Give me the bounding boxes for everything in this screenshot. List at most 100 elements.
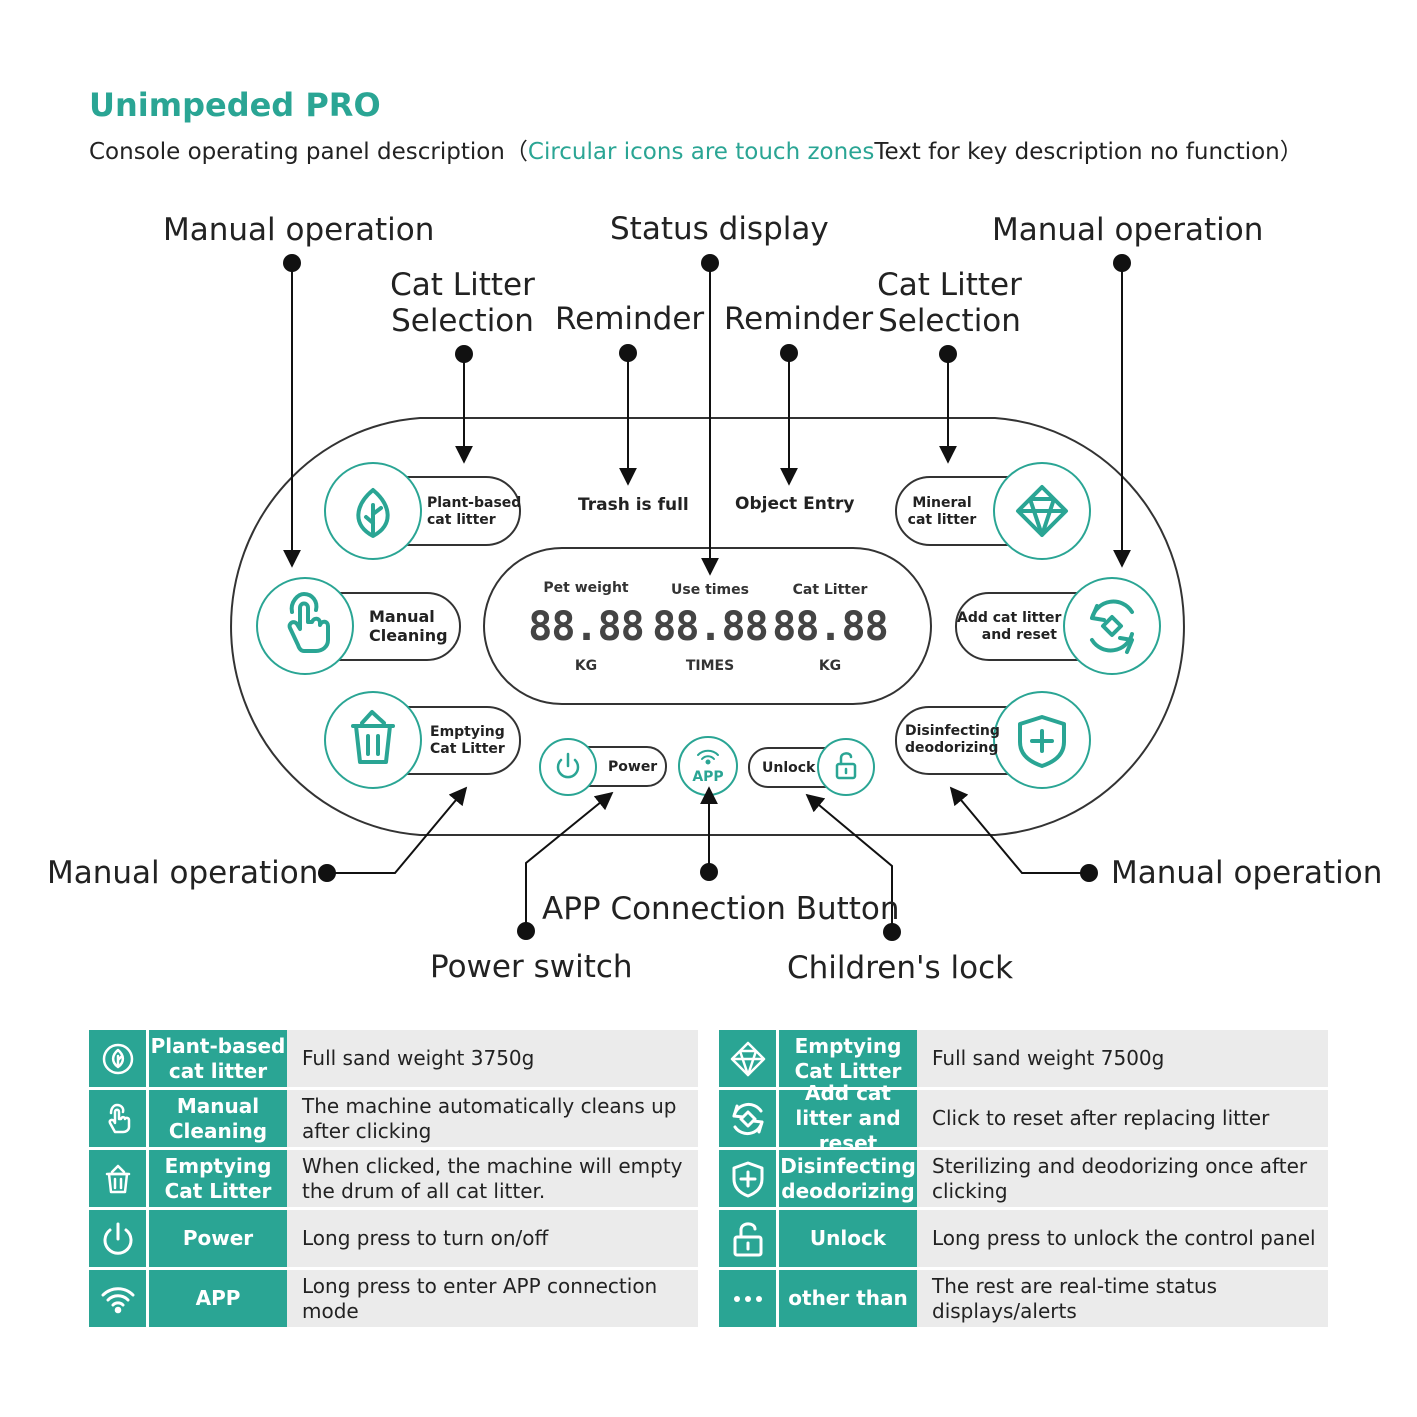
pill-label-line: Add cat litter [957,610,1062,626]
callout-status-display: Status display [610,211,829,247]
power-label: Power [608,759,658,775]
page-title: Unimpeded PRO [89,86,381,124]
legend-desc: The rest are real-time status displays/a… [917,1270,1328,1327]
power-icon [556,752,580,779]
legend-desc: The machine automatically cleans up afte… [287,1090,698,1147]
callout-manual-operation-bl: Manual operation [47,855,319,891]
callout-line: Selection [878,303,1021,339]
callout-reminder-right: Reminder [724,301,874,337]
legend-name: Plant-based cat litter [149,1030,287,1087]
callout-manual-operation-br: Manual operation [1111,855,1383,891]
object-entry-indicator: Object Entry [735,494,855,514]
legend-desc: Long press to turn on/off [287,1210,698,1267]
legend-icon-cell [89,1090,146,1147]
legend-row: Emptying Cat Litter When clicked, the ma… [89,1150,698,1207]
legend-icon-cell [89,1030,146,1087]
emptying-button [324,691,422,789]
pill-label-line: deodorizing [905,740,999,756]
callout-childrens-lock: Children's lock [787,950,1014,986]
lcd-digits-pet-weight: 88.88 [528,604,644,650]
pill-label-line: and reset [981,627,1057,643]
legend-row: APP Long press to enter APP connection m… [89,1270,698,1327]
manual-cleaning-button [256,577,354,675]
legend-name: Unlock [779,1210,917,1267]
pill-label-line: cat litter [427,512,496,528]
unlock-button [817,738,875,796]
pill-label-line: Mineral [912,495,972,511]
lcd-unit-use-times: TIMES [685,658,735,674]
more-dots-icon [733,1295,762,1302]
legend-name: Power [149,1210,287,1267]
disinfect-label: Disinfecting deodorizing [905,723,1000,757]
legend-row: Power Long press to turn on/off [89,1210,698,1267]
legend-left: Plant-based cat litter Full sand weight … [89,1030,698,1330]
legend-icon-cell [719,1090,776,1147]
legend-desc: Click to reset after replacing litter [917,1090,1328,1147]
hand-tap-icon [108,1103,130,1133]
plant-based-label: Plant-based cat litter [427,495,521,529]
pill-label-line: cat litter [907,512,977,528]
shield-plus-icon [1018,715,1066,768]
pill-label-line: Cat Litter [430,741,505,757]
legend-desc: Long press to unlock the control panel [917,1210,1328,1267]
pill-label-line: Manual [369,607,435,626]
legend-row: Unlock Long press to unlock the control … [719,1210,1328,1267]
legend-desc: Long press to enter APP connection mode [287,1270,698,1327]
console-outline [230,417,1185,836]
add-reset-button [1063,577,1161,675]
legend-row: Add cat litter and reset Click to reset … [719,1081,1328,1155]
diamond-icon [1016,485,1068,537]
legend-icon-cell [719,1150,776,1207]
legend-name: Manual Cleaning [149,1090,287,1147]
lcd-digits-cat-litter: 88.88 [772,604,888,650]
lcd-unit-pet-weight: KG [574,658,598,674]
emptying-label: Emptying Cat Litter [430,724,505,758]
legend-desc: Full sand weight 7500g [917,1030,1328,1087]
add-reset-label: Add cat litter and reset [957,610,1062,644]
callout-line: Cat Litter [390,267,535,303]
trash-full-indicator: Trash is full [578,495,689,515]
legend-icon-cell [719,1210,776,1267]
legend-row: Plant-based cat litter Full sand weight … [89,1030,698,1087]
leaf-icon [102,1043,133,1074]
unlock-icon [835,752,857,780]
shield-plus-icon [732,1161,763,1197]
callout-manual-operation-tr: Manual operation [992,212,1264,248]
legend-right: Emptying Cat Litter Full sand weight 750… [719,1030,1328,1330]
trash-bin-icon [351,710,395,764]
lcd-label-use-times: Use times [671,582,749,598]
lcd-digits-use-times: 88.88 [652,604,768,650]
lcd-label-pet-weight: Pet weight [543,580,629,596]
callout-cat-litter-selection-right: Cat Litter Selection [877,267,1022,339]
pill-label-line: Disinfecting [905,723,1000,739]
callout-app-connection: APP Connection Button [542,891,900,927]
power-icon [103,1222,132,1255]
legend-name: Emptying Cat Litter [779,1030,917,1087]
subtitle-prefix: Console operating panel description（ [89,139,528,165]
legend-row: Emptying Cat Litter Full sand weight 750… [719,1030,1328,1087]
legend-name: other than [779,1270,917,1327]
manual-cleaning-label: Manual Cleaning [369,607,448,645]
reset-cycle-icon [732,1102,763,1135]
panel-diagram [230,254,1185,941]
legend-icon-cell [89,1150,146,1207]
callout-line: Cat Litter [877,267,1022,303]
diamond-icon [730,1041,765,1076]
legend-desc: When clicked, the machine will empty the… [287,1150,698,1207]
legend-name: APP [149,1270,287,1327]
callout-reminder-left: Reminder [555,301,705,337]
hand-tap-icon [287,592,330,653]
legend-icon-cell [719,1030,776,1087]
legend-icon-cell [719,1270,776,1327]
callout-power-switch: Power switch [430,949,633,985]
legend-desc: Full sand weight 3750g [287,1030,698,1087]
unlock-label: Unlock [762,760,816,776]
pill-label-line: Emptying [430,724,505,740]
legend-desc: Sterilizing and deodorizing once after c… [917,1150,1328,1207]
wifi-icon [697,749,719,765]
subtitle-suffix: Text for key description no function） [874,139,1303,165]
legend-icon-cell [89,1270,146,1327]
legend-row: Disinfecting deodorizing Sterilizing and… [719,1150,1328,1207]
trash-bin-icon [105,1164,130,1193]
legend-name: Disinfecting deodorizing [779,1150,917,1207]
